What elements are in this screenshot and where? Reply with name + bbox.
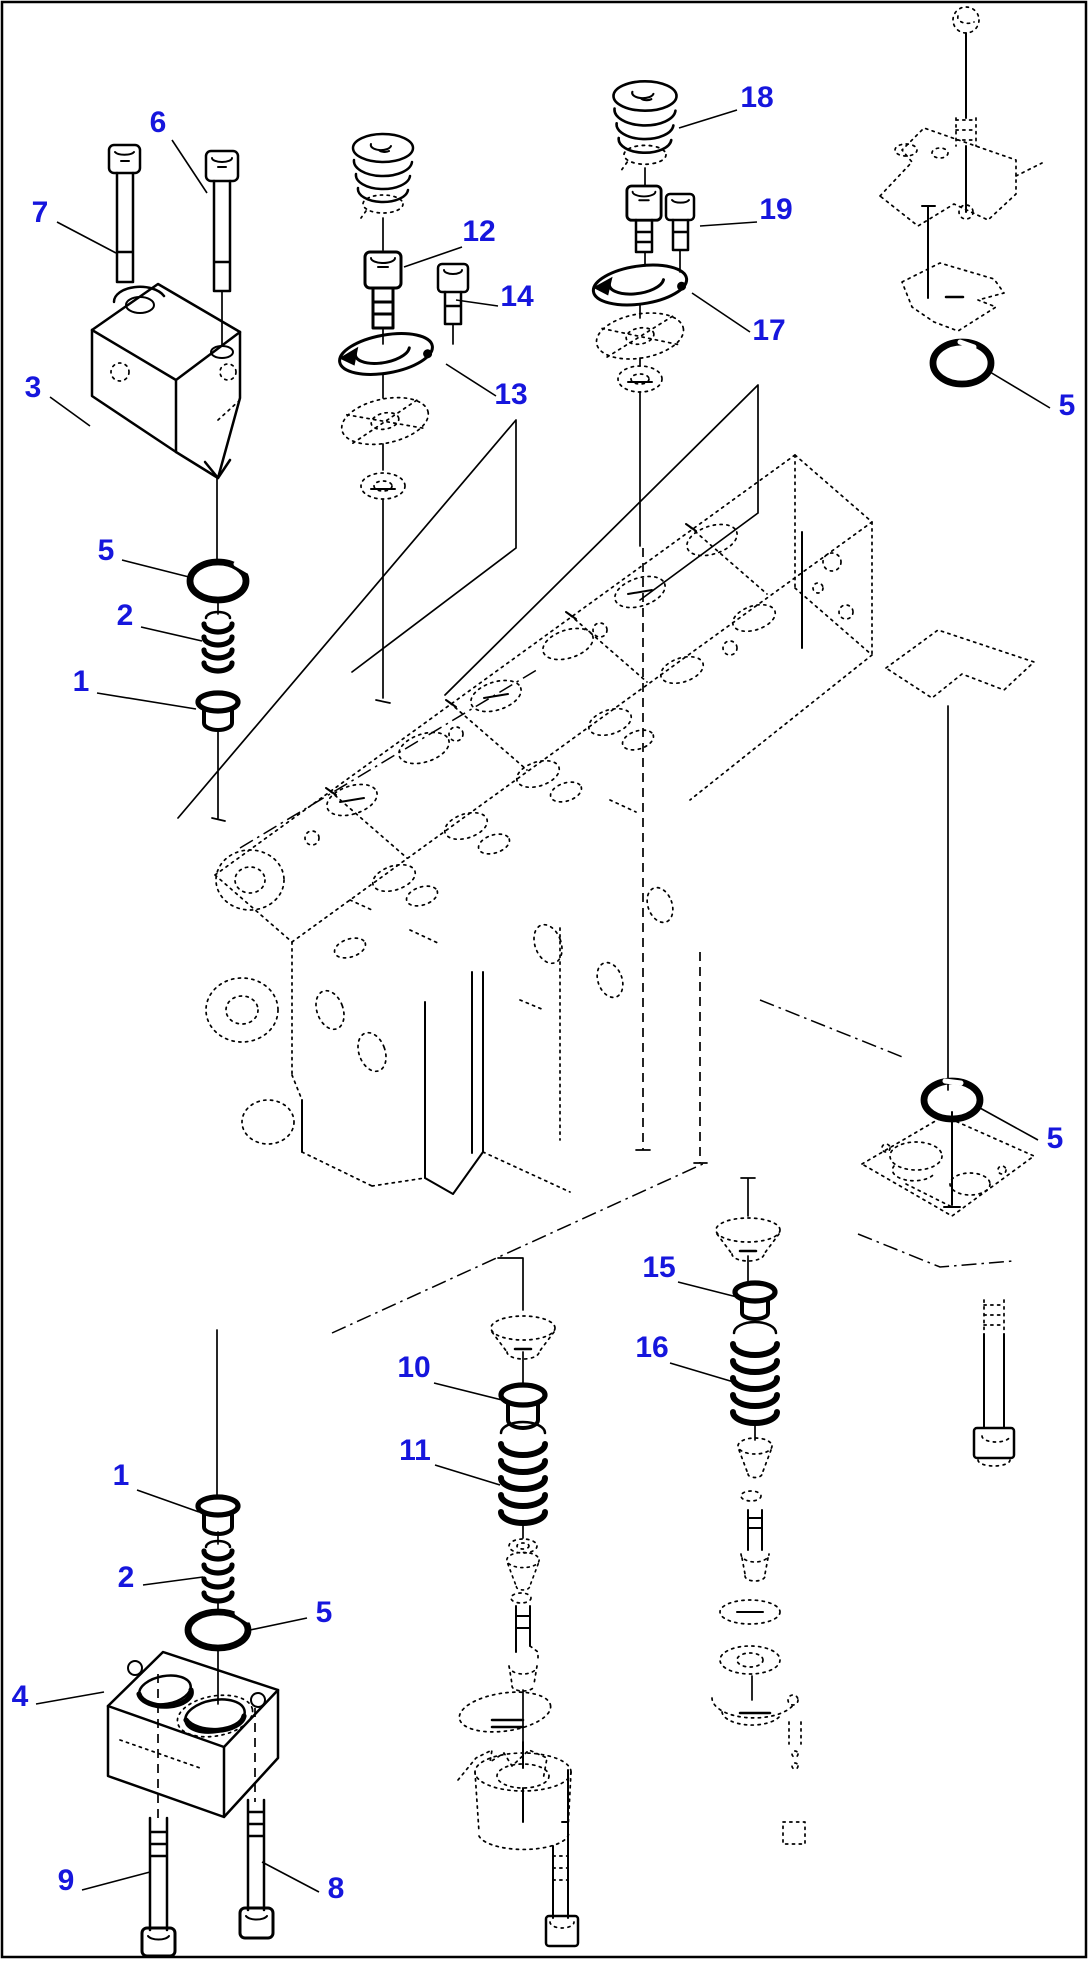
- part-bolt-bottom-middle: [544, 1769, 580, 1948]
- callout-label-14[interactable]: 14: [500, 280, 534, 313]
- part-cover-3-drawing: [90, 282, 242, 561]
- part-column-lower-left: [184, 1329, 252, 1705]
- callout-leader-11: [434, 1464, 501, 1486]
- main-valve-body-drawing: [177, 384, 1035, 1334]
- part-plate-13-drawing: [334, 325, 438, 704]
- callout-leader-14: [455, 299, 499, 307]
- part-bolt-6-drawing: [204, 149, 240, 347]
- part-cover-4-drawing: [106, 1650, 280, 1819]
- part-oring-5-upper-left: [186, 558, 251, 604]
- callout-leader-3: [49, 396, 91, 427]
- callout-leader-6: [171, 139, 208, 194]
- part-bolt-7-drawing: [107, 143, 142, 284]
- callout-leader-10: [433, 1382, 503, 1401]
- callout-leader-16: [669, 1362, 738, 1384]
- callout-leader-5b: [989, 371, 1051, 409]
- callout-leader-17: [691, 292, 751, 333]
- callout-leader-5a: [121, 559, 190, 578]
- part-bolt-12-drawing: [363, 250, 403, 345]
- callout-label-15[interactable]: 15: [642, 1251, 675, 1284]
- part-cap-middle-drawing: [351, 132, 415, 251]
- callout-label-8[interactable]: 8: [328, 1872, 345, 1905]
- callout-label-12[interactable]: 12: [462, 215, 495, 248]
- callout-label-6[interactable]: 6: [150, 106, 167, 139]
- callout-label-10[interactable]: 10: [397, 1351, 430, 1384]
- part-bolt-19-drawing: [625, 184, 696, 273]
- callout-label-5d[interactable]: 5: [316, 1596, 333, 1629]
- callout-leader-19: [699, 221, 758, 227]
- part-top-right-bolt-plate: [879, 6, 1043, 332]
- part-plate-17-drawing: [589, 258, 691, 547]
- callout-leader-4: [35, 1691, 105, 1705]
- part-bolt-8-drawing: [238, 1798, 275, 1940]
- callout-label-7[interactable]: 7: [32, 196, 49, 229]
- callout-leader-12: [403, 246, 463, 268]
- callout-leader-2b: [142, 1576, 204, 1586]
- callout-leader-1b: [136, 1489, 200, 1513]
- callout-label-1a[interactable]: 1: [73, 665, 90, 698]
- part-bolt-9-drawing: [140, 1816, 177, 1958]
- part-right-mid-column: [861, 705, 1035, 1217]
- callout-label-2a[interactable]: 2: [117, 599, 134, 632]
- callout-label-16[interactable]: 16: [635, 1331, 668, 1364]
- callout-leader-8: [261, 1861, 320, 1893]
- callout-leader-2a: [140, 626, 203, 642]
- callout-leader-7: [56, 221, 117, 254]
- callout-label-18[interactable]: 18: [740, 81, 773, 114]
- callout-label-9[interactable]: 9: [58, 1864, 75, 1897]
- callout-leader-1a: [96, 692, 197, 710]
- callout-label-5a[interactable]: 5: [98, 534, 115, 567]
- callout-label-3[interactable]: 3: [25, 371, 42, 404]
- callout-label-19[interactable]: 19: [759, 193, 792, 226]
- callout-label-2b[interactable]: 2: [118, 1561, 135, 1594]
- part-cap-18-drawing: [612, 79, 678, 187]
- callout-leader-18: [678, 109, 738, 129]
- callout-label-1b[interactable]: 1: [113, 1459, 130, 1492]
- callout-leader-5c: [979, 1107, 1039, 1141]
- part-column-10-11: [457, 1257, 572, 1851]
- callout-label-5c[interactable]: 5: [1047, 1122, 1064, 1155]
- callout-leader-9: [81, 1871, 151, 1891]
- callout-label-5b[interactable]: 5: [1059, 389, 1076, 422]
- callout-leader-13: [445, 363, 497, 397]
- part-bolt-right-lower: [972, 1299, 1016, 1467]
- part-spring-2-upper-left: [204, 599, 232, 671]
- callout-label-11[interactable]: 11: [399, 1434, 431, 1467]
- callout-label-17[interactable]: 17: [752, 314, 785, 347]
- part-oring-5-top-right: [929, 338, 995, 388]
- callout-leader-15: [677, 1281, 738, 1298]
- part-collar-1-upper-left: [198, 693, 238, 822]
- part-column-15-16: [711, 1177, 806, 1845]
- part-bolt-14-drawing: [436, 262, 470, 345]
- callout-label-4[interactable]: 4: [12, 1680, 29, 1713]
- callout-label-13[interactable]: 13: [494, 378, 527, 411]
- callout-leader-5d: [249, 1617, 308, 1631]
